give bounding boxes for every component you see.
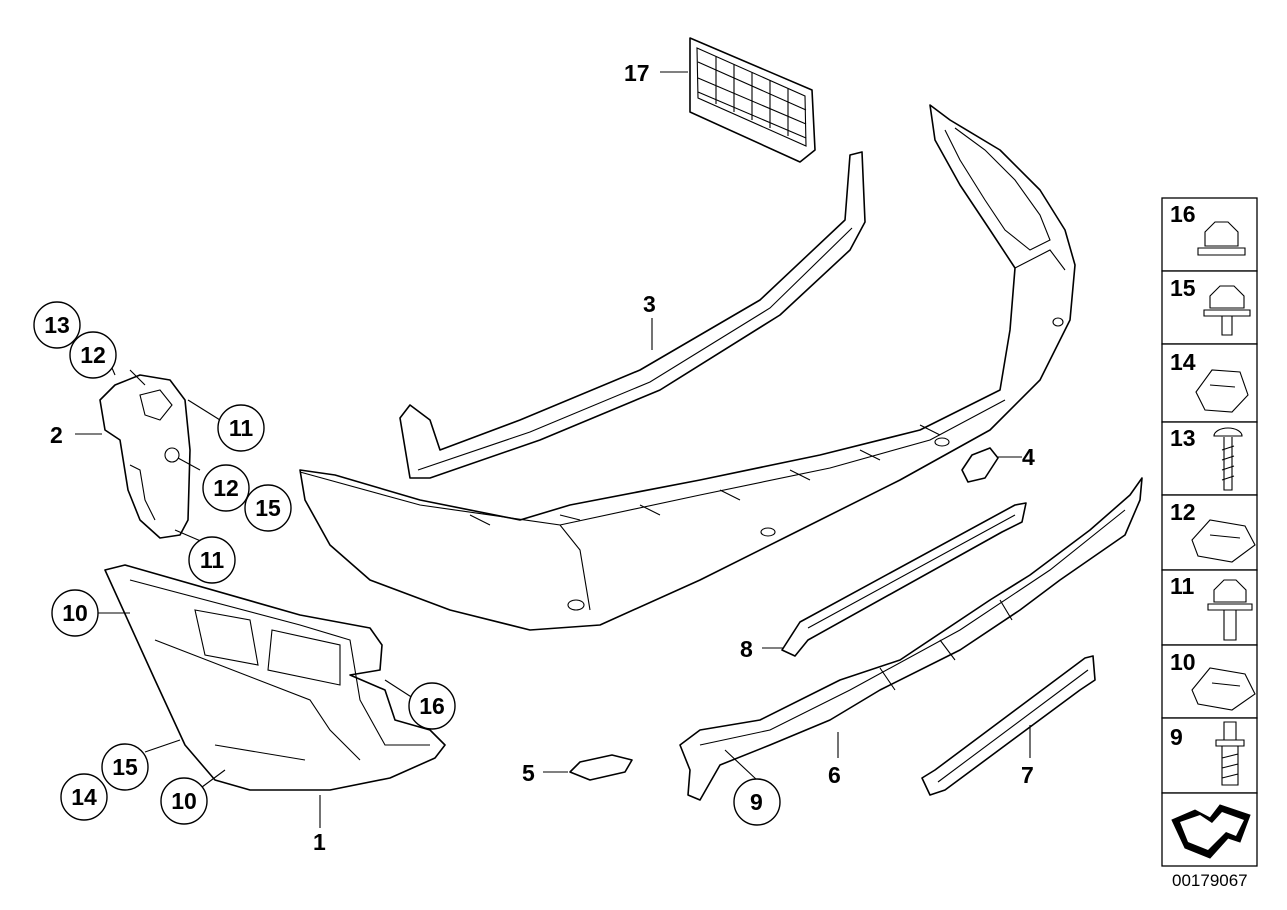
callout-circles — [33, 301, 781, 826]
callout-labels: 17 3 4 8 5 6 7 9 2 1 13 12 11 12 15 11 1… — [44, 60, 1035, 855]
flange-bolt-icon — [1207, 579, 1253, 641]
label-6: 6 — [828, 762, 841, 788]
label-8: 8 — [740, 636, 753, 662]
label-12a: 12 — [80, 342, 106, 368]
part-7-lower-strip[interactable] — [921, 655, 1096, 796]
label-4: 4 — [1022, 444, 1035, 470]
label-15b: 15 — [112, 754, 138, 780]
label-2: 2 — [50, 422, 63, 448]
document-id: 00179067 — [1172, 871, 1248, 890]
clip-nut-icon — [1191, 667, 1256, 711]
speed-nut-icon — [1191, 519, 1256, 563]
hardware-legend: 16 15 14 13 12 11 10 9 — [1161, 197, 1258, 867]
part-5-reflector[interactable] — [569, 754, 633, 781]
label-1: 1 — [313, 829, 326, 855]
clip-icon — [1195, 369, 1249, 413]
label-11a: 11 — [229, 415, 254, 441]
label-9: 9 — [750, 789, 763, 815]
part-3-trim-strip[interactable] — [399, 151, 866, 479]
label-3: 3 — [643, 291, 656, 317]
legend-14: 14 — [1170, 349, 1196, 375]
label-14: 14 — [71, 784, 97, 810]
rivet-icon — [1215, 721, 1245, 786]
screw-icon — [1213, 427, 1243, 491]
part-8-strip[interactable] — [781, 502, 1027, 657]
label-12b: 12 — [213, 475, 239, 501]
label-17: 17 — [624, 60, 650, 86]
part-17-grille[interactable] — [689, 37, 816, 163]
bolt-icon — [1203, 285, 1251, 336]
legend-16: 16 — [1170, 201, 1196, 227]
legend-10: 10 — [1170, 649, 1196, 675]
legend-15: 15 — [1170, 275, 1196, 301]
legend-12: 12 — [1170, 499, 1196, 525]
part-6-diffuser[interactable] — [679, 477, 1143, 801]
part-4-tow-cap[interactable] — [961, 447, 999, 483]
label-5: 5 — [522, 760, 535, 786]
legend-13: 13 — [1170, 425, 1196, 451]
bumper-cover[interactable] — [299, 104, 1076, 631]
part-1-corner-bumper[interactable] — [104, 564, 446, 791]
label-10a: 10 — [62, 600, 88, 626]
label-13: 13 — [44, 312, 70, 338]
label-10b: 10 — [171, 788, 197, 814]
label-11b: 11 — [200, 547, 225, 573]
legend-11: 11 — [1170, 573, 1195, 599]
nut-icon — [1197, 221, 1246, 256]
label-7: 7 — [1021, 762, 1034, 788]
label-15a: 15 — [255, 495, 281, 521]
part-2-bracket[interactable] — [99, 374, 191, 539]
label-16: 16 — [419, 693, 445, 719]
legend-9: 9 — [1170, 724, 1183, 750]
